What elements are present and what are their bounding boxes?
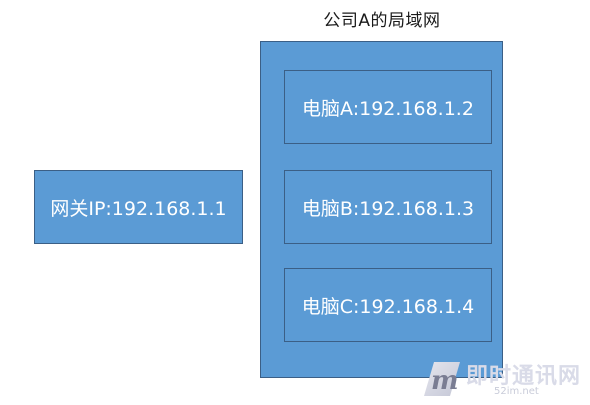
watermark-logo-letter: m (431, 366, 459, 396)
computer-a-label: 电脑A:192.168.1.2 (302, 97, 474, 120)
computer-c-node: 电脑C:192.168.1.4 (284, 268, 492, 342)
computer-b-node: 电脑B:192.168.1.3 (284, 170, 492, 244)
gateway-label: 网关IP:192.168.1.1 (50, 197, 227, 220)
computer-c-label: 电脑C:192.168.1.4 (301, 295, 475, 318)
computer-a-node: 电脑A:192.168.1.2 (284, 70, 492, 144)
computer-b-label: 电脑B:192.168.1.3 (301, 197, 475, 220)
gateway-node: 网关IP:192.168.1.1 (34, 170, 243, 244)
watermark-site: 52im.net (494, 386, 539, 397)
watermark-logo-icon: m (424, 362, 460, 396)
watermark-brand: 即时通讯网 (466, 364, 582, 389)
watermark: m 即时通讯网 52im.net (420, 352, 590, 405)
lan-title: 公司A的局域网 (323, 11, 441, 31)
